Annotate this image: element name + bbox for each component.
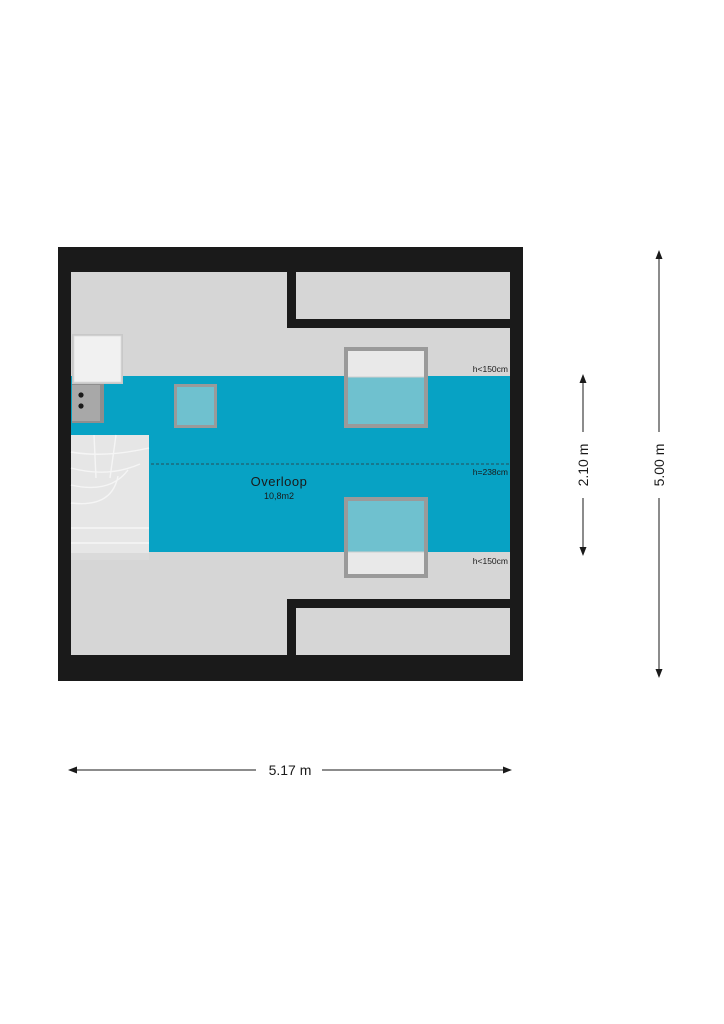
bottom-storage-space [296, 608, 510, 655]
width-dimension-label: 5.17 m [269, 762, 312, 778]
room-name: Overloop [251, 474, 308, 489]
height-label-top: h<150cm [473, 364, 508, 374]
skylight-small [174, 384, 217, 428]
depth-dimension: 5.00 m [651, 250, 667, 678]
depth-dimension-label: 5.00 m [651, 444, 667, 487]
skylight-upper [344, 347, 428, 428]
washing-machine [72, 383, 104, 423]
width-dimension: 5.17 m [68, 762, 512, 778]
dryer-cabinet [72, 334, 123, 384]
staircase [70, 434, 150, 560]
top-storage-space [296, 272, 510, 319]
height-label-middle: h=238cm [473, 467, 508, 477]
headroom-dimension: 2.10 m [575, 374, 591, 556]
height-label-bottom: h<150cm [473, 556, 508, 566]
headroom-dimension-label: 2.10 m [575, 444, 591, 487]
skylight-lower [344, 497, 428, 578]
room-area: 10,8m2 [264, 491, 294, 501]
